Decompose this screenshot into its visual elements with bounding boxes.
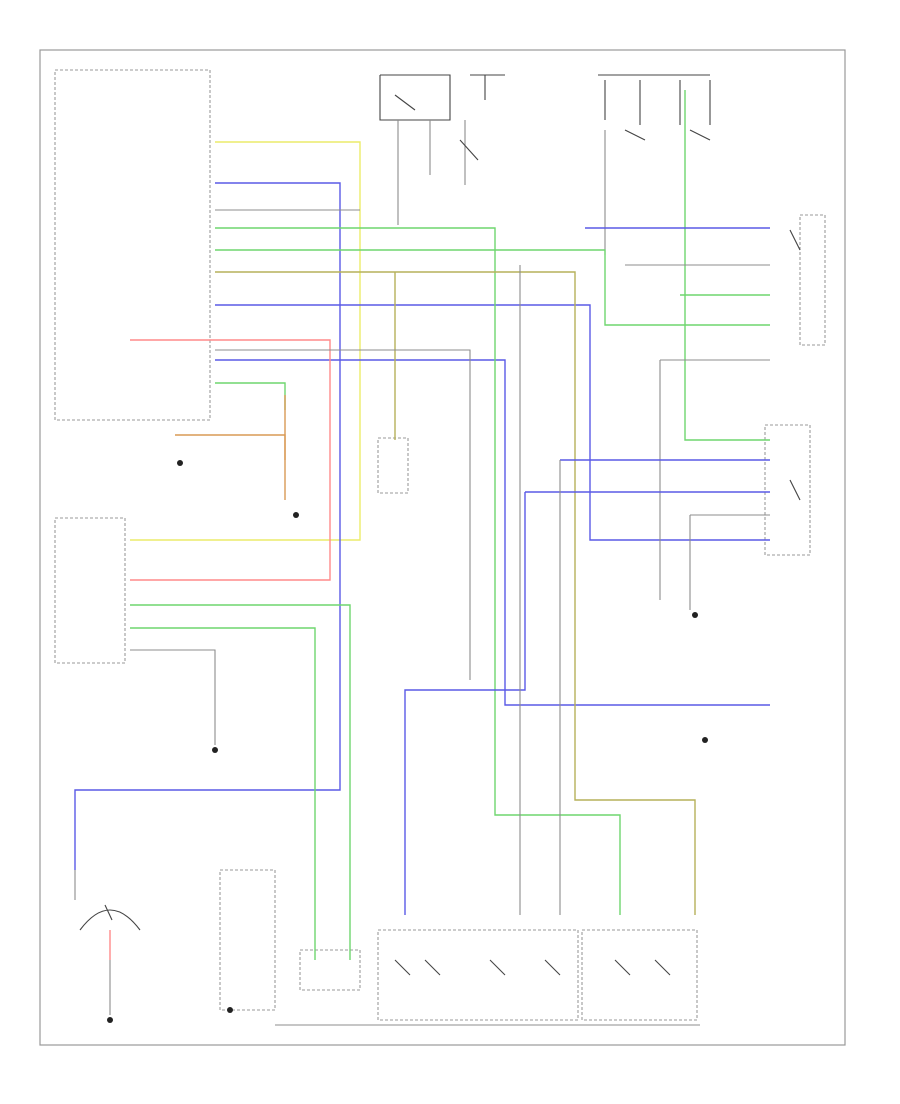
wire-blue-2 <box>215 304 770 541</box>
ground-right2-icon <box>702 737 708 743</box>
ground-dash-icon <box>212 747 218 753</box>
wire-green-5 <box>130 627 316 960</box>
ground-bottom-left-icon <box>107 1017 113 1023</box>
wire-blue-7 <box>404 492 526 915</box>
wire-green-6 <box>684 90 770 441</box>
wire-gray-3 <box>130 649 216 745</box>
wire-green-2 <box>215 249 770 326</box>
wire-green-3 <box>215 382 286 410</box>
motor-sensor-arc <box>79 909 141 931</box>
wire-blue-3 <box>215 359 770 706</box>
wire-gray-1 <box>215 349 471 680</box>
connector-box <box>377 437 409 494</box>
ecm-pcm-box <box>54 69 211 421</box>
motor-box <box>299 949 361 991</box>
switch-assembly-contacts <box>394 959 671 976</box>
wire-yellow-1 <box>130 141 361 541</box>
ground-bottom-mid-icon <box>227 1007 233 1013</box>
wire-grayyellow-1 <box>215 271 696 915</box>
switch-assembly-box <box>377 929 579 1021</box>
wire-green-1 <box>215 227 621 915</box>
fuse-under-dash <box>459 74 505 185</box>
wire-blue-1 <box>74 182 341 870</box>
relay-contact-2 <box>789 479 801 501</box>
ground-right-icon <box>692 612 698 618</box>
ground-ecm-icon <box>177 460 183 466</box>
ground-sensor-icon <box>293 512 299 518</box>
relay-right-box <box>764 424 811 556</box>
wire-red-1 <box>130 339 331 581</box>
wire-orange-1 <box>175 434 286 460</box>
switch-right-box <box>799 214 826 346</box>
motor-sensor-needle <box>104 904 113 921</box>
relay-contact-1 <box>789 229 801 251</box>
module-box <box>581 929 698 1021</box>
control-unit-box <box>54 517 126 664</box>
brake-switch <box>379 74 451 225</box>
actuator-box <box>219 869 276 1011</box>
diagram-frame <box>39 49 846 1046</box>
wire-green-4 <box>130 604 351 960</box>
fuse-box-under-hood <box>598 74 711 255</box>
